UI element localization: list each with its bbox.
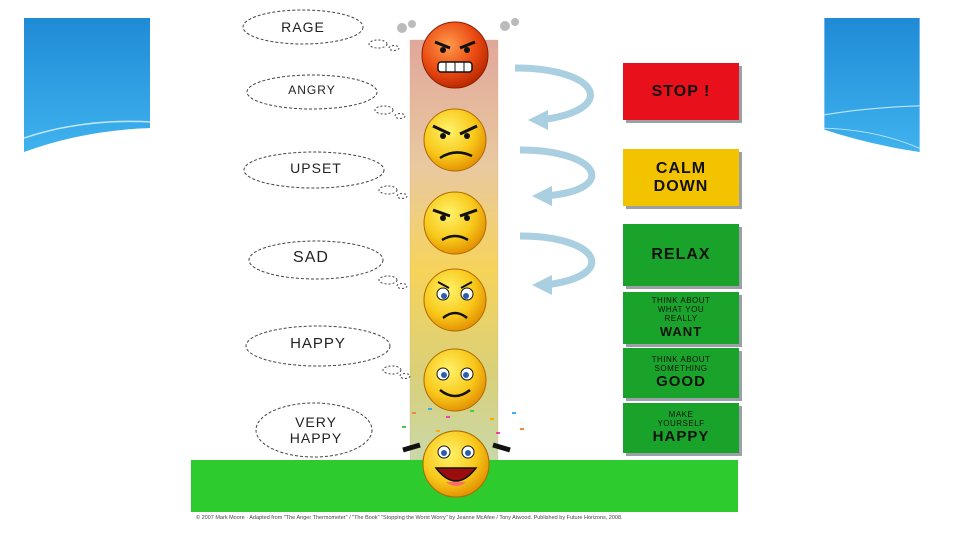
card-make-happy: MAKE YOURSELF HAPPY [623,403,739,453]
curved-arrow-icon [519,232,596,289]
card-think-good-big: GOOD [656,373,706,390]
corner-decoration-left [24,18,152,152]
rage-face-icon [421,21,489,89]
bubble-rage [242,9,364,45]
angry-face-icon [423,108,487,172]
card-stop-text: STOP ! [651,82,711,100]
card-calm-line2: DOWN [653,177,709,195]
curved-arrow-icon [519,146,596,200]
card-relax: RELAX [623,224,739,286]
card-make-small: MAKE YOURSELF [657,410,705,428]
bubble-very-happy [255,402,373,458]
happy-face-icon [423,348,487,412]
label-rage: RAGE [281,19,325,35]
steam-icon [397,18,519,33]
label-angry: ANGRY [288,83,336,97]
upset-face-icon [423,191,487,255]
card-stop: STOP ! [623,63,739,120]
card-think-want-small: THINK ABOUT WHAT YOU REALLY [651,295,711,323]
card-calm-down: CALM DOWN [623,149,739,206]
label-very-happy-line2: HAPPY [289,430,343,446]
label-upset: UPSET [290,160,342,176]
label-happy: HAPPY [290,335,346,352]
card-relax-text: RELAX [651,246,711,263]
label-very-happy-line1: VERY [295,414,337,430]
bubble-upset [243,151,385,189]
bubble-happy [245,325,391,367]
label-sad: SAD [293,249,329,266]
card-make-big: HAPPY [652,428,710,445]
sad-face-icon [423,268,487,332]
curved-arrow-icon [514,64,594,124]
card-calm-line1: CALM [655,159,707,177]
ground-strip [191,460,738,512]
bubble-angry [246,74,378,110]
label-very-happy: VERY HAPPY [276,414,356,446]
card-think-want: THINK ABOUT WHAT YOU REALLY WANT [623,292,739,344]
card-think-good-small: THINK ABOUT SOMETHING [651,355,711,373]
card-think-good: THINK ABOUT SOMETHING GOOD [623,348,739,398]
card-think-want-big: WANT [659,323,703,339]
copyright-footer: © 2007 Mark Moore · Adapted from "The An… [196,515,623,521]
bubble-sad [248,240,384,280]
corner-decoration-right [824,18,920,152]
arrow-group [514,64,596,289]
